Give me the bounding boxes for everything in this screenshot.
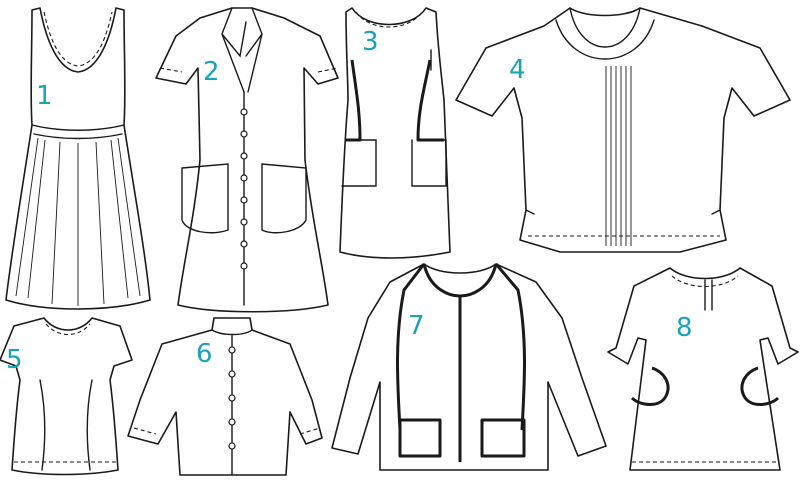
garment-8-number: 8 bbox=[676, 313, 693, 343]
garment-6-number: 6 bbox=[196, 339, 213, 369]
stand-collar-blouse-icon bbox=[127, 317, 323, 476]
button-front-shirt-dress-icon bbox=[155, 7, 339, 313]
garment-1-number: 1 bbox=[36, 81, 53, 111]
blouse-buttons bbox=[228, 346, 236, 450]
garment-4-number: 4 bbox=[509, 55, 526, 85]
long-sleeve-tunic-icon bbox=[607, 267, 799, 471]
cap-sleeve-fitted-top-icon bbox=[0, 317, 133, 476]
sleeveless-shift-dress-icon bbox=[339, 7, 451, 259]
garment-7-number: 7 bbox=[408, 311, 425, 341]
garment-2-number: 2 bbox=[203, 57, 220, 87]
shirt-dress-buttons bbox=[240, 108, 248, 270]
kimono-sleeve-top-icon bbox=[455, 7, 791, 253]
garment-1[interactable]: 1 bbox=[5, 7, 151, 310]
garment-5[interactable]: 5 bbox=[0, 317, 133, 476]
garment-6[interactable]: 6 bbox=[127, 317, 323, 476]
collarless-jacket-icon bbox=[331, 263, 607, 471]
sleeveless-gathered-dress-icon bbox=[5, 7, 151, 310]
garment-5-number: 5 bbox=[6, 345, 23, 375]
garment-7[interactable]: 7 bbox=[331, 263, 607, 471]
garment-4[interactable]: 4 bbox=[455, 7, 791, 253]
garment-3[interactable]: 3 bbox=[339, 7, 451, 259]
garment-2[interactable]: 2 bbox=[155, 7, 339, 313]
garment-8[interactable]: 8 bbox=[607, 267, 799, 471]
garment-3-number: 3 bbox=[362, 27, 379, 57]
